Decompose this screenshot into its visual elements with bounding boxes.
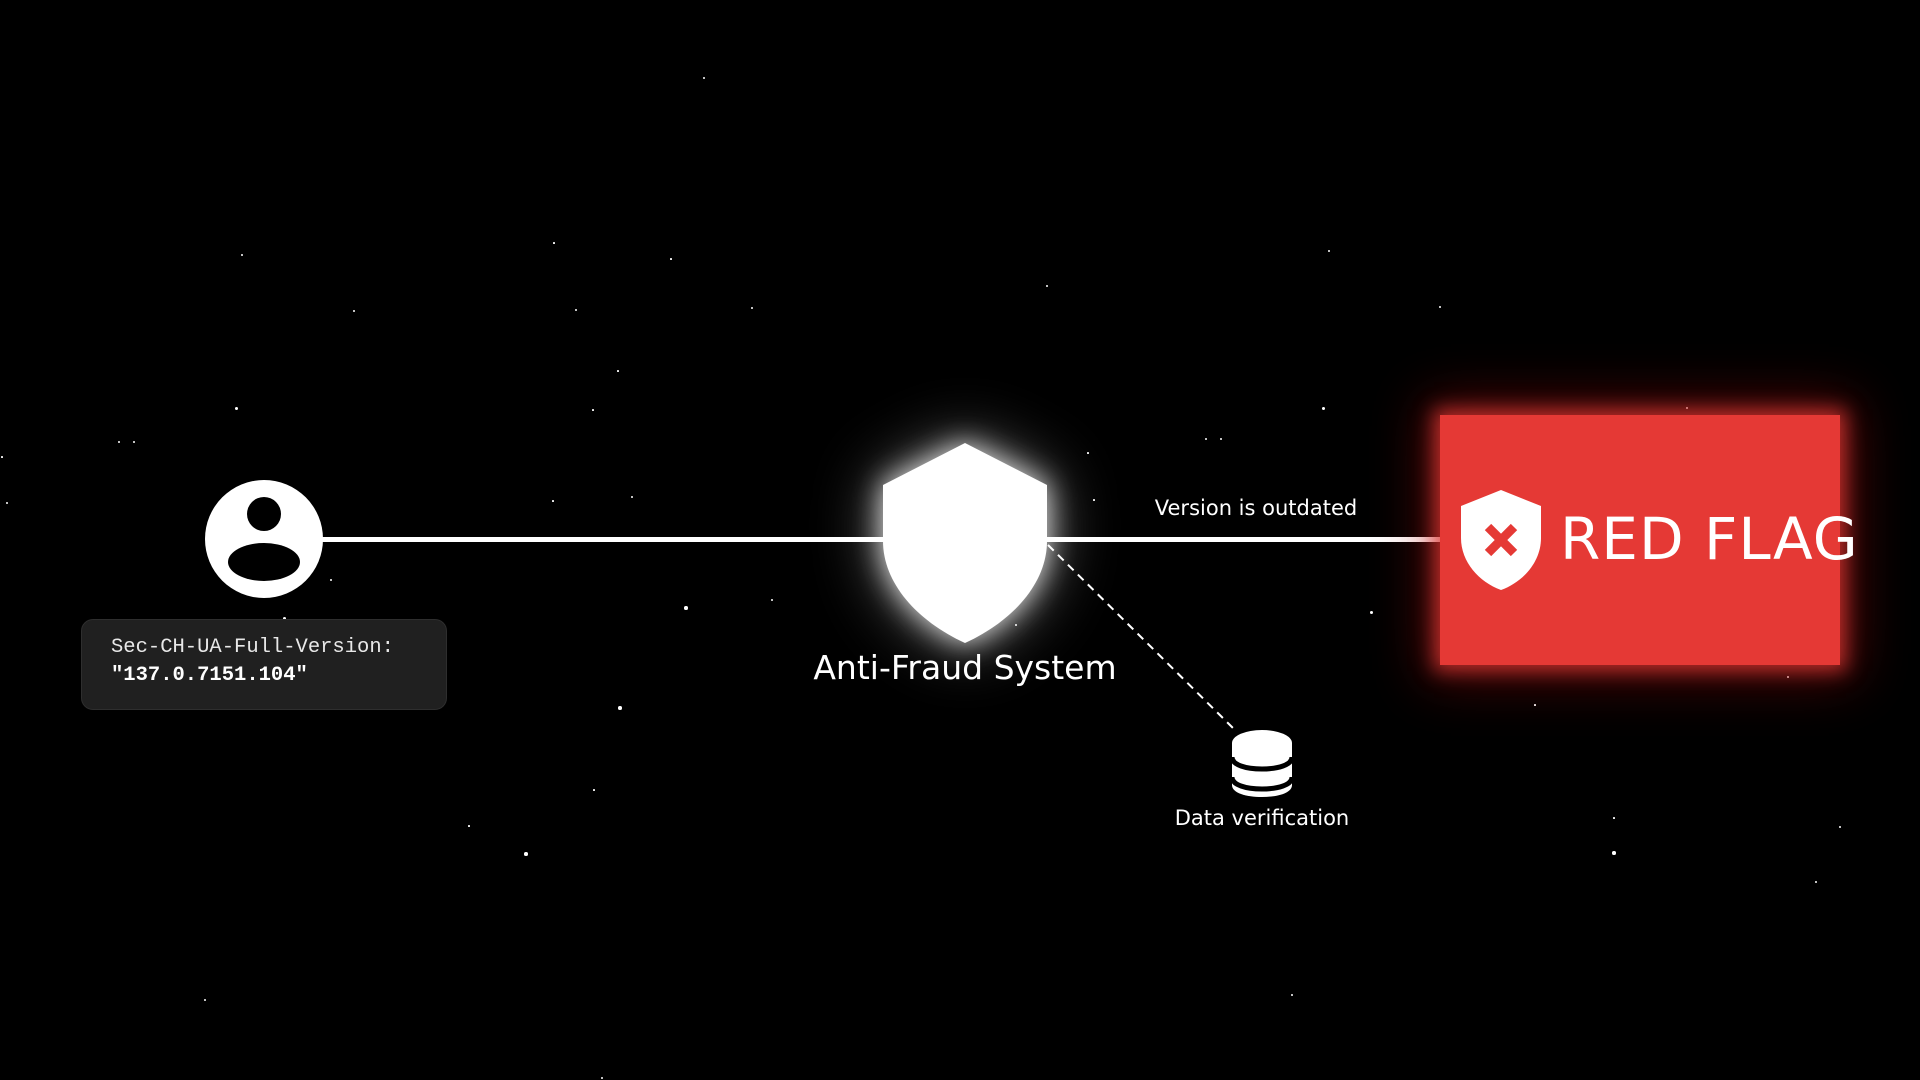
star-dot [1369, 610, 1373, 614]
star-dot [593, 789, 595, 791]
shield-icon [883, 443, 1047, 643]
star-dot [330, 579, 332, 581]
star-dot [1220, 438, 1222, 440]
star-dot [1787, 676, 1789, 678]
header-name: Sec-CH-UA-Full-Version: [111, 636, 394, 659]
star-dot [118, 441, 120, 443]
star-dot [575, 309, 577, 311]
star-dot [1321, 406, 1325, 410]
star-dot [1839, 826, 1841, 828]
star-dot [592, 409, 594, 411]
star-dot [133, 441, 135, 443]
star-dot [631, 496, 633, 498]
star-dot [468, 825, 470, 827]
star-dot [1045, 284, 1049, 288]
edge-antifraud-to-result [1044, 537, 1442, 542]
data-verification-label: Data verification [1174, 806, 1350, 830]
edge-user-to-antifraud [320, 537, 888, 542]
star-dot [234, 406, 238, 410]
red-flag-result[interactable]: RED FLAG [1440, 415, 1858, 665]
client-hint-header-card: Sec-CH-UA-Full-Version: "137.0.7151.104" [81, 619, 447, 710]
star-dot [1087, 452, 1089, 454]
star-dot [524, 852, 528, 856]
star-dot [1439, 306, 1441, 308]
edge-label-version-outdated: Version is outdated [1154, 496, 1358, 520]
star-dot [241, 254, 243, 256]
star-dot [1815, 881, 1817, 883]
star-dot [1291, 994, 1293, 996]
star-dot [1612, 851, 1616, 855]
star-dot [618, 706, 622, 710]
star-dot [751, 307, 753, 309]
star-dot [1534, 704, 1536, 706]
star-dot [601, 1077, 603, 1079]
star-dot [1685, 406, 1689, 410]
star-dot [1205, 438, 1207, 440]
star-dot [771, 599, 773, 601]
star-dot [670, 258, 672, 260]
header-value: "137.0.7151.104" [111, 664, 308, 687]
user-avatar-icon [205, 480, 323, 598]
star-dot [1328, 250, 1330, 252]
star-dot [353, 310, 355, 312]
data-verification-node[interactable] [1229, 729, 1295, 797]
star-dot [684, 606, 688, 610]
star-dot [552, 500, 554, 502]
anti-fraud-label: Anti-Fraud System [813, 648, 1117, 687]
star-dot [553, 242, 555, 244]
star-dot [617, 370, 619, 372]
database-icon [1229, 730, 1295, 797]
user-node[interactable] [205, 480, 323, 598]
star-dot [203, 998, 207, 1002]
red-flag-label: RED FLAG [1560, 505, 1859, 573]
anti-fraud-node[interactable] [883, 443, 1047, 643]
star-dot [703, 77, 705, 79]
shield-x-icon [1461, 490, 1541, 590]
star-dot [1093, 499, 1095, 501]
star-dot [6, 502, 8, 504]
star-dot [282, 616, 286, 620]
star-dot [1, 456, 3, 458]
star-dot [1613, 817, 1615, 819]
star-dot [1015, 624, 1017, 626]
